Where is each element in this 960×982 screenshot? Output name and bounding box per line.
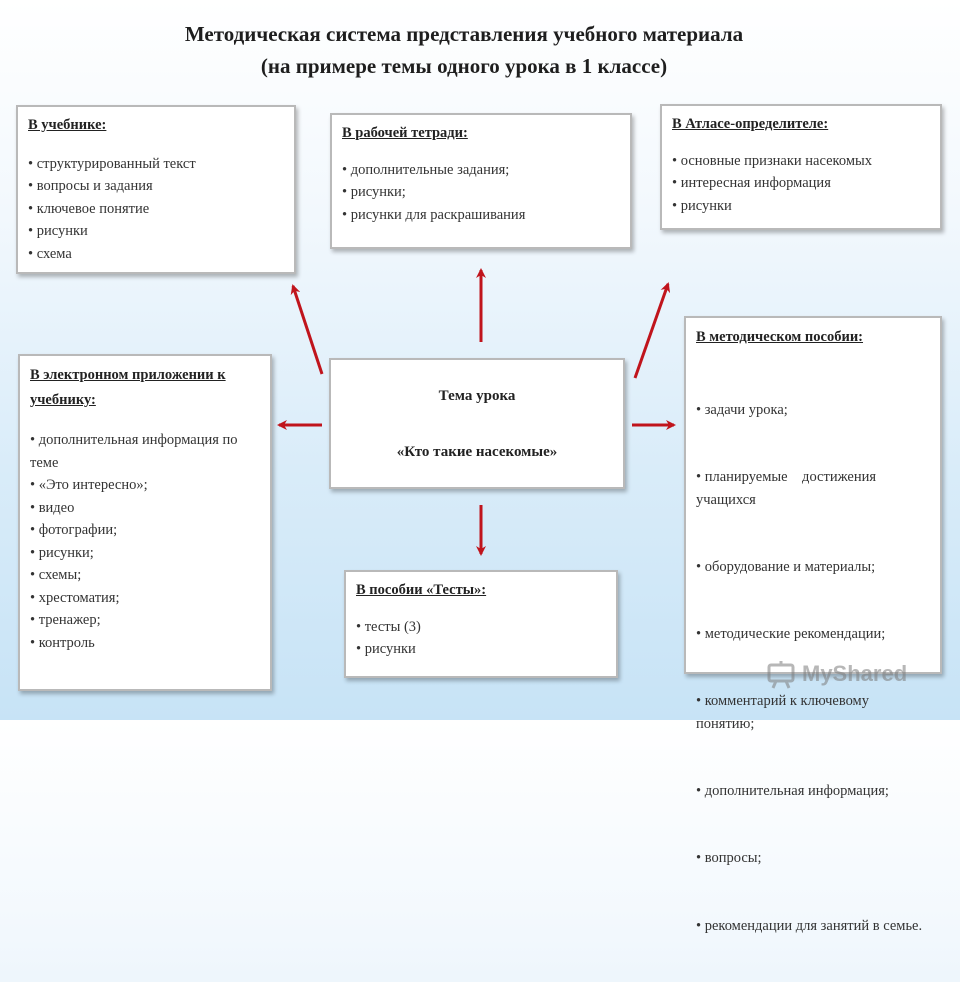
list-item: «Это интересно»; — [30, 474, 260, 497]
atlas-heading: В Атласе-определителе: — [672, 116, 829, 132]
list-item: оборудование и материалы; — [696, 556, 930, 578]
center-topic-box: Тема урока «Кто такие насекомые» — [329, 358, 625, 489]
center-topic: «Кто такие насекомые» — [396, 444, 558, 460]
diagram-title: Методическая система представления учебн… — [0, 18, 928, 82]
title-line-1: Методическая система представления учебн… — [184, 22, 744, 46]
list-item: рисунки; — [30, 542, 260, 565]
arrows-layer — [277, 268, 676, 556]
watermark-text: MyShared — [802, 661, 908, 686]
list-item: рисунки — [28, 220, 284, 243]
list-item: фотографии; — [30, 519, 260, 542]
workbook-list: дополнительные задания; рисунки; рисунки… — [342, 159, 620, 227]
list-item: дополнительная информация; — [696, 780, 930, 802]
arrow-to-atlas — [633, 282, 671, 379]
tests-list: тесты (3) рисунки — [356, 616, 606, 661]
list-item: рисунки для раскрашивания — [342, 204, 620, 227]
list-item: основные признаки насекомых — [672, 150, 930, 173]
list-item: интересная информация — [672, 172, 930, 195]
electronic-heading: В электронном приложении к учебнику: — [30, 367, 226, 408]
list-item: комментарий к ключевому понятию; — [696, 690, 930, 735]
center-heading: Тема урока — [438, 388, 516, 404]
tests-box: В пособии «Тесты»: тесты (3) рисунки — [344, 570, 618, 678]
textbook-box: В учебнике: структурированный текст вопр… — [16, 105, 296, 274]
title-line-2: (на примере темы одного урока в 1 классе… — [260, 54, 668, 78]
list-item: рисунки — [672, 195, 930, 218]
list-item: рекомендации для занятий в семье. — [696, 915, 930, 937]
list-item: вопросы; — [696, 847, 930, 869]
list-item: рисунки; — [342, 181, 620, 204]
list-item: задачи урока; — [696, 399, 930, 421]
list-item: методические рекомендации; — [696, 623, 930, 645]
list-item: хрестоматия; — [30, 587, 260, 610]
list-item: схема — [28, 243, 284, 266]
list-item: видео — [30, 497, 260, 520]
workbook-heading: В рабочей тетради: — [342, 125, 468, 141]
list-item: структурированный текст — [28, 153, 284, 176]
watermark: MyShared — [766, 656, 936, 692]
list-item: дополнительные задания; — [342, 159, 620, 182]
textbook-heading: В учебнике: — [28, 117, 107, 133]
list-item: вопросы и задания — [28, 175, 284, 198]
atlas-box: В Атласе-определителе: основные признаки… — [660, 104, 942, 230]
electronic-list: дополнительная информация по теме «Это и… — [30, 429, 260, 654]
electronic-app-box: В электронном приложении к учебнику: доп… — [18, 354, 272, 691]
list-item: планируемые достижения учащихся — [696, 466, 930, 511]
list-item: рисунки — [356, 638, 606, 661]
list-item: схемы; — [30, 564, 260, 587]
workbook-box: В рабочей тетради: дополнительные задани… — [330, 113, 632, 249]
method-heading: В методическом пособии: — [696, 329, 864, 345]
list-item: дополнительная информация по теме — [30, 429, 260, 474]
textbook-list: структурированный текст вопросы и задани… — [28, 153, 284, 266]
atlas-list: основные признаки насекомых интересная и… — [672, 150, 930, 218]
presentation-icon — [767, 661, 795, 689]
list-item: тесты (3) — [356, 616, 606, 639]
methodical-guide-box: В методическом пособии: задачи урока; пл… — [684, 316, 942, 934]
list-item: тренажер; — [30, 609, 260, 632]
list-item: контроль — [30, 632, 260, 655]
arrow-to-textbook — [290, 284, 324, 375]
tests-heading: В пособии «Тесты»: — [356, 582, 487, 598]
list-item: ключевое понятие — [28, 198, 284, 221]
